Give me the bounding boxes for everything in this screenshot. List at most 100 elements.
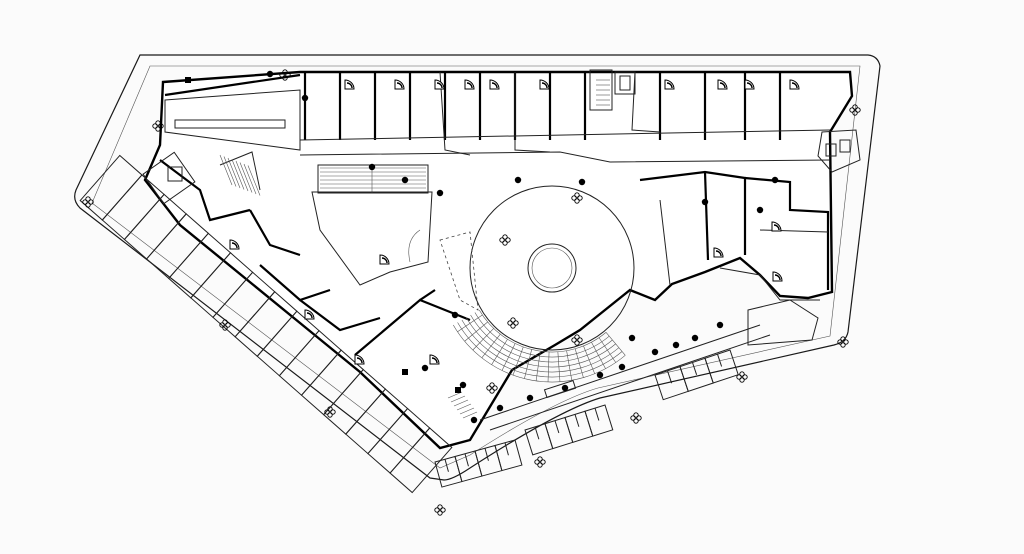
parking-divider (594, 407, 600, 421)
corridor-line (299, 129, 831, 141)
tree-leaf (82, 199, 88, 205)
tree-leaf (574, 198, 580, 204)
site-boundary (74, 54, 881, 481)
shop-wall (631, 71, 661, 133)
tree-symbol (434, 504, 446, 516)
fixture (666, 82, 673, 89)
parking-divider (554, 420, 560, 434)
column (526, 394, 534, 402)
seating-step (470, 314, 613, 363)
tree-leaf (440, 507, 446, 513)
parking-row-bottom (434, 349, 739, 488)
seating-riser (481, 334, 501, 359)
tree-leaf (155, 126, 161, 132)
tree-leaf (507, 320, 513, 326)
tree-leaf (510, 323, 516, 329)
parking-divider (667, 370, 673, 384)
tree-leaf (843, 339, 849, 345)
tree-leaf (222, 319, 228, 325)
tree-leaf (739, 377, 745, 383)
seating-riser (501, 343, 516, 371)
tree-leaf (225, 322, 231, 328)
fixture (431, 357, 438, 364)
column (756, 206, 764, 214)
tree-leaf (279, 72, 285, 78)
parking-divider (484, 448, 489, 461)
tree-leaf (437, 504, 443, 510)
stair-tread (235, 160, 249, 192)
fixture (466, 82, 473, 89)
seating-riser (557, 351, 561, 382)
site-inner-edge (91, 65, 861, 469)
column (436, 189, 444, 197)
seating-step (453, 324, 626, 383)
columns (185, 70, 779, 424)
seating-step (474, 312, 610, 358)
parking-stall (389, 427, 453, 494)
tree-leaf (636, 415, 642, 421)
column-square (402, 369, 408, 375)
fixture (719, 82, 726, 89)
tree-leaf (88, 199, 94, 205)
tree-leaf (502, 234, 508, 240)
column (368, 163, 376, 171)
tree-leaf (222, 325, 228, 331)
parking-divider (717, 354, 723, 367)
tree-leaf (540, 459, 546, 465)
tree-leaf (840, 336, 846, 342)
tree-leaf (510, 317, 516, 323)
fixture (491, 82, 498, 89)
tree-leaf (571, 195, 577, 201)
tree-leaf (574, 340, 580, 346)
ramp-outline (439, 231, 479, 311)
column (470, 416, 478, 424)
tree-symbol (219, 319, 231, 331)
tree-leaf (437, 510, 443, 516)
stair-tread (456, 403, 472, 411)
column (266, 70, 274, 78)
seating-riser (464, 321, 488, 342)
stair-tread (462, 411, 478, 419)
parking-divider (464, 453, 469, 467)
stair-tread (459, 407, 475, 415)
column (496, 404, 504, 412)
tree-symbol (534, 456, 546, 468)
fixture (773, 224, 780, 231)
shop-units-left (159, 73, 471, 356)
seating-riser (583, 345, 595, 374)
tree-leaf (324, 409, 330, 415)
tree-leaf (852, 104, 858, 110)
parking-divider (692, 362, 698, 375)
core-top-right (589, 69, 861, 173)
column-square (185, 77, 191, 83)
tree-leaf (327, 406, 333, 412)
door-swings (229, 79, 800, 365)
tree-leaf (837, 339, 843, 345)
seating-riser (524, 349, 532, 379)
column (421, 364, 429, 372)
tree-leaf (574, 334, 580, 340)
tree-leaf (630, 415, 636, 421)
stair-tread (239, 162, 253, 193)
parking-divider (504, 442, 509, 456)
parking-divider (444, 459, 449, 472)
seating-riser (457, 314, 483, 332)
tree-leaf (537, 462, 543, 468)
column (401, 176, 409, 184)
column (672, 341, 680, 349)
stair-tread (247, 165, 261, 196)
tree-symbol (630, 412, 642, 424)
tree-leaf (486, 385, 492, 391)
tree-leaf (85, 196, 91, 202)
fixture (791, 82, 798, 89)
column (691, 334, 699, 342)
fixture (436, 82, 443, 89)
tree-symbol (82, 196, 94, 208)
tree-symbol (152, 120, 164, 132)
column (578, 178, 586, 186)
column (618, 363, 626, 371)
column (514, 176, 522, 184)
fixture (356, 357, 363, 364)
seating-riser (512, 346, 524, 376)
